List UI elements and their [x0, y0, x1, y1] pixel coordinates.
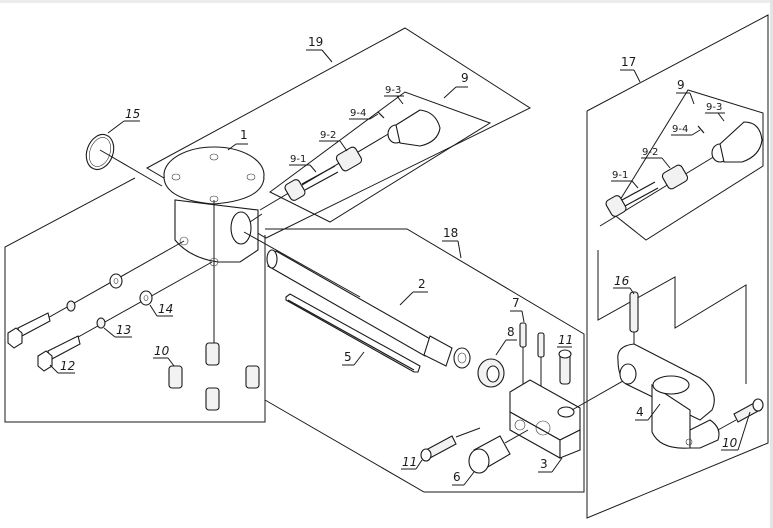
top-border — [0, 0, 773, 3]
part-11-screw-top: 11 — [557, 333, 573, 385]
svg-text:10: 10 — [722, 436, 738, 450]
axis-line-block-to-4 — [571, 376, 631, 411]
part-11-screw-side: 11 — [401, 427, 481, 470]
part-bolt-upper — [7, 312, 51, 349]
group-9-left-outline — [269, 91, 492, 223]
part-9-right-assembly: 9-1 9-2 9-4 9-3 — [599, 102, 763, 227]
group-9-right-outline — [611, 89, 764, 241]
group-17-step — [597, 250, 747, 384]
svg-text:7: 7 — [512, 296, 520, 310]
part-4-clamp: 4 — [617, 343, 720, 449]
svg-text:3: 3 — [540, 457, 548, 471]
part-2-shaft: 2 — [266, 249, 471, 369]
svg-text:9-4: 9-4 — [672, 124, 688, 135]
svg-text:9-2: 9-2 — [642, 147, 658, 158]
svg-text:11: 11 — [558, 333, 573, 347]
part-13-lockwasher: 13 — [96, 317, 132, 338]
part-8-collar: 8 — [477, 325, 517, 388]
part-6-pin: 6 — [452, 429, 529, 486]
part-washer-upper — [109, 273, 123, 289]
label-group-9-left: 9 — [443, 71, 469, 99]
svg-text:10: 10 — [154, 344, 170, 358]
svg-text:4: 4 — [636, 405, 644, 419]
group-19-lower-box — [4, 177, 266, 423]
part-10-screws-left: 10 — [153, 342, 260, 411]
label-group-9-right: 9 — [676, 78, 695, 105]
axis-line-group9-left — [249, 213, 263, 223]
svg-text:13: 13 — [116, 323, 131, 337]
part-3-block: 3 — [509, 379, 581, 473]
axis-line-bolt-b — [54, 261, 213, 351]
svg-text:9-3: 9-3 — [385, 85, 401, 96]
label-group-17: 17 — [620, 55, 641, 83]
part-9-left-assembly: 9-1 9-2 9-4 9-3 — [259, 85, 441, 211]
part-lockwasher-upper — [66, 300, 76, 312]
svg-text:9-3: 9-3 — [706, 102, 722, 113]
svg-text:9: 9 — [677, 78, 685, 92]
svg-text:5: 5 — [344, 350, 352, 364]
part-10-screw-right: 10 — [717, 398, 764, 451]
svg-text:14: 14 — [158, 302, 173, 316]
svg-text:19: 19 — [308, 35, 323, 49]
label-group-19: 19 — [306, 35, 333, 63]
svg-text:9-4: 9-4 — [350, 108, 366, 119]
svg-text:17: 17 — [621, 55, 636, 69]
part-14-washer: 14 — [139, 290, 173, 317]
group-18-outline — [264, 228, 585, 493]
svg-text:9-1: 9-1 — [612, 170, 628, 181]
svg-text:9-2: 9-2 — [320, 130, 336, 141]
svg-text:11: 11 — [402, 455, 417, 469]
svg-text:8: 8 — [507, 325, 515, 339]
part-12-bolt: 12 — [37, 335, 81, 374]
axis-line-bolt-a — [29, 240, 185, 329]
part-16-pin: 16 — [613, 274, 639, 350]
part-7-setscrews: 7 — [510, 296, 545, 395]
group-17-outline — [586, 14, 769, 519]
svg-text:18: 18 — [443, 226, 458, 240]
svg-text:2: 2 — [418, 277, 426, 291]
right-border — [770, 0, 773, 528]
svg-text:6: 6 — [453, 470, 461, 484]
svg-text:12: 12 — [60, 359, 75, 373]
label-group-18: 18 — [442, 226, 462, 259]
svg-text:9: 9 — [461, 71, 469, 85]
svg-text:15: 15 — [125, 107, 140, 121]
svg-text:1: 1 — [240, 128, 248, 142]
part-1-base: 1 — [163, 128, 265, 345]
part-5-rack: 5 — [285, 293, 421, 373]
part-15-circlip: 15 — [85, 107, 163, 187]
axis-line-shaft — [243, 231, 361, 298]
svg-text:9-1: 9-1 — [290, 154, 306, 165]
svg-text:16: 16 — [614, 274, 630, 288]
